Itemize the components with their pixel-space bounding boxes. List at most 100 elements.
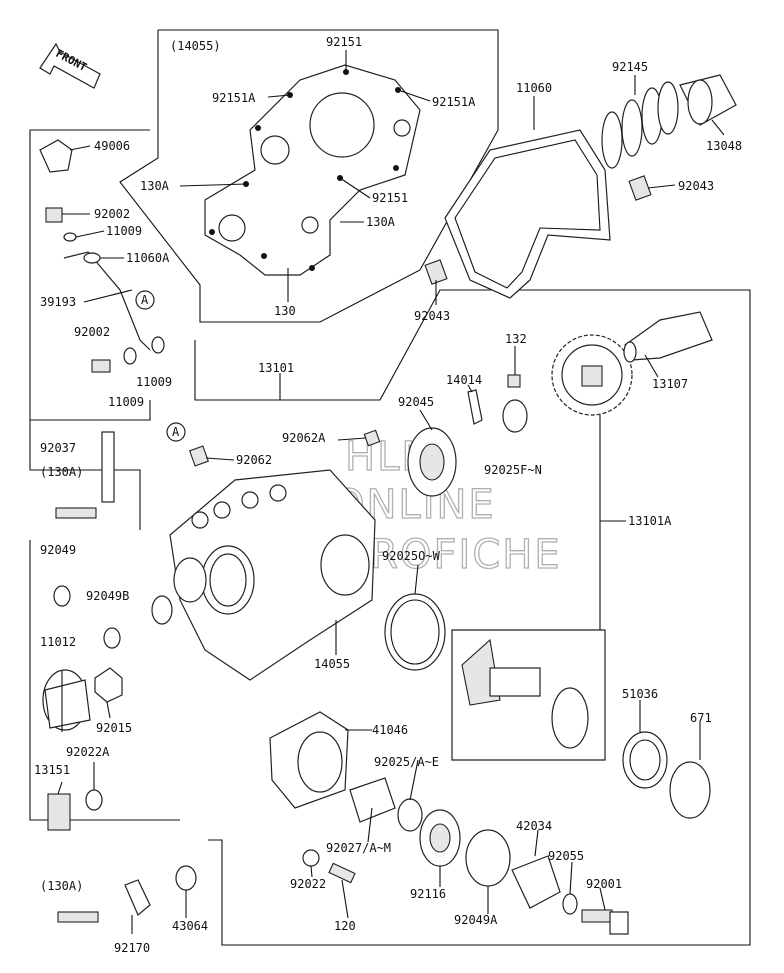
shim-92025AE [397, 798, 423, 832]
coupling-42034 [511, 855, 561, 909]
label-130A-2: 130A [366, 215, 396, 229]
hose-39193 [63, 251, 151, 351]
label-130: 130 [274, 304, 296, 318]
bushing-43064 [175, 865, 197, 891]
label-13151: 13151 [34, 763, 70, 777]
pinion-shaft-13107 [623, 311, 713, 363]
label-39193: 39193 [40, 295, 76, 309]
label-49006: 49006 [94, 139, 130, 153]
label-41046: 41046 [372, 723, 408, 737]
sleeve-13048 [679, 74, 737, 126]
label-92002-bottom: 92002 [74, 325, 110, 339]
label-92062A: 92062A [282, 431, 326, 445]
gasket-11060 [444, 129, 611, 299]
label-92043-left: 92043 [414, 309, 450, 323]
housing-41046 [269, 711, 349, 809]
label-92151A-right: 92151A [432, 95, 476, 109]
ref-a-circle-2 [166, 422, 186, 442]
group-outlines [29, 29, 751, 946]
label-130A-3: (130A) [40, 465, 83, 479]
label-132: 132 [505, 332, 527, 346]
label-14055: 14055 [314, 657, 350, 671]
bolt-92002 [45, 207, 111, 373]
oil-seal-51036 [622, 731, 668, 789]
spring-92145 [601, 81, 679, 169]
shim-92025F [502, 399, 528, 433]
label-92170: 92170 [114, 941, 150, 955]
label-92151-top: 92151 [326, 35, 362, 49]
label-ref-a-2: A [172, 425, 180, 439]
label-92001: 92001 [586, 877, 622, 891]
label-92145: 92145 [612, 60, 648, 74]
oring-92055 [562, 893, 578, 915]
label-92025O-W: 92025O~W [382, 549, 441, 563]
label-14014: 14014 [446, 373, 482, 387]
breather-fitting-92062 [188, 429, 381, 467]
stay-92037 [55, 431, 115, 519]
label-92022: 92022 [290, 877, 326, 891]
label-92055: 92055 [548, 849, 584, 863]
label-42034: 42034 [516, 819, 552, 833]
label-92049B: 92049B [86, 589, 129, 603]
label-14055-box: (14055) [170, 39, 221, 53]
label-11060A: 11060A [126, 251, 170, 265]
label-43064: 43064 [172, 919, 208, 933]
label-130A-4: (130A) [40, 879, 83, 893]
part-labels: (14055) 92151 92151A 92151A 130A 92151 1… [34, 35, 742, 955]
collar-92027 [349, 777, 396, 823]
sensor-13151 [47, 793, 71, 831]
label-671: 671 [690, 711, 712, 725]
bracket-92170 [57, 879, 151, 923]
label-92022A: 92022A [66, 745, 110, 759]
label-92037: 92037 [40, 441, 76, 455]
shim-92025O [384, 593, 446, 671]
cover-14055 [204, 64, 421, 276]
oring-671 [669, 761, 711, 819]
label-92027-A-M: 92027/A~M [326, 841, 391, 855]
front-arrow-icon: FRONT [39, 42, 101, 89]
ring-gear-13101A [551, 334, 633, 416]
pinion-assembly-box [451, 629, 606, 761]
label-130A-1: 130A [140, 179, 170, 193]
cap-11012 [42, 669, 91, 731]
washer-92022 [302, 849, 320, 867]
oring-92049A [465, 829, 511, 887]
label-13048: 13048 [706, 139, 742, 153]
label-92049: 92049 [40, 543, 76, 557]
label-11009-top: 11009 [106, 224, 142, 238]
leader-lines [57, 50, 725, 934]
ref-a-circle-1 [135, 290, 155, 310]
label-11012: 11012 [40, 635, 76, 649]
label-11009-bottom: 11009 [108, 395, 144, 409]
label-11060: 11060 [516, 81, 552, 95]
label-92151A-left: 92151A [212, 91, 256, 105]
label-92002-top: 92002 [94, 207, 130, 221]
washers-11009 [63, 232, 165, 365]
label-13101A: 13101A [628, 514, 672, 528]
bolt-132 [507, 374, 521, 388]
nut-92015 [94, 667, 123, 703]
label-13101: 13101 [258, 361, 294, 375]
label-92151-bottom: 92151 [372, 191, 408, 205]
bearing-92116 [419, 809, 461, 867]
label-120: 120 [334, 919, 356, 933]
label-11009-right: 11009 [136, 375, 172, 389]
label-92043-right: 92043 [678, 179, 714, 193]
breather-fitting-49006 [39, 139, 73, 173]
bolt-120 [328, 862, 356, 884]
dowel-92043 [424, 175, 652, 285]
label-92049A: 92049A [454, 913, 498, 927]
label-92045: 92045 [398, 395, 434, 409]
bolt-92001 [581, 909, 629, 935]
washer-92022A [85, 789, 103, 811]
oring-92049 [53, 585, 173, 649]
label-92025F-N: 92025F~N [484, 463, 542, 477]
bearing-92045 [407, 427, 457, 497]
label-92116: 92116 [410, 887, 446, 901]
label-51036: 51036 [622, 687, 658, 701]
label-92062: 92062 [236, 453, 272, 467]
label-92025-A-E: 92025/A~E [374, 755, 439, 769]
bracket-14014 [467, 389, 483, 425]
